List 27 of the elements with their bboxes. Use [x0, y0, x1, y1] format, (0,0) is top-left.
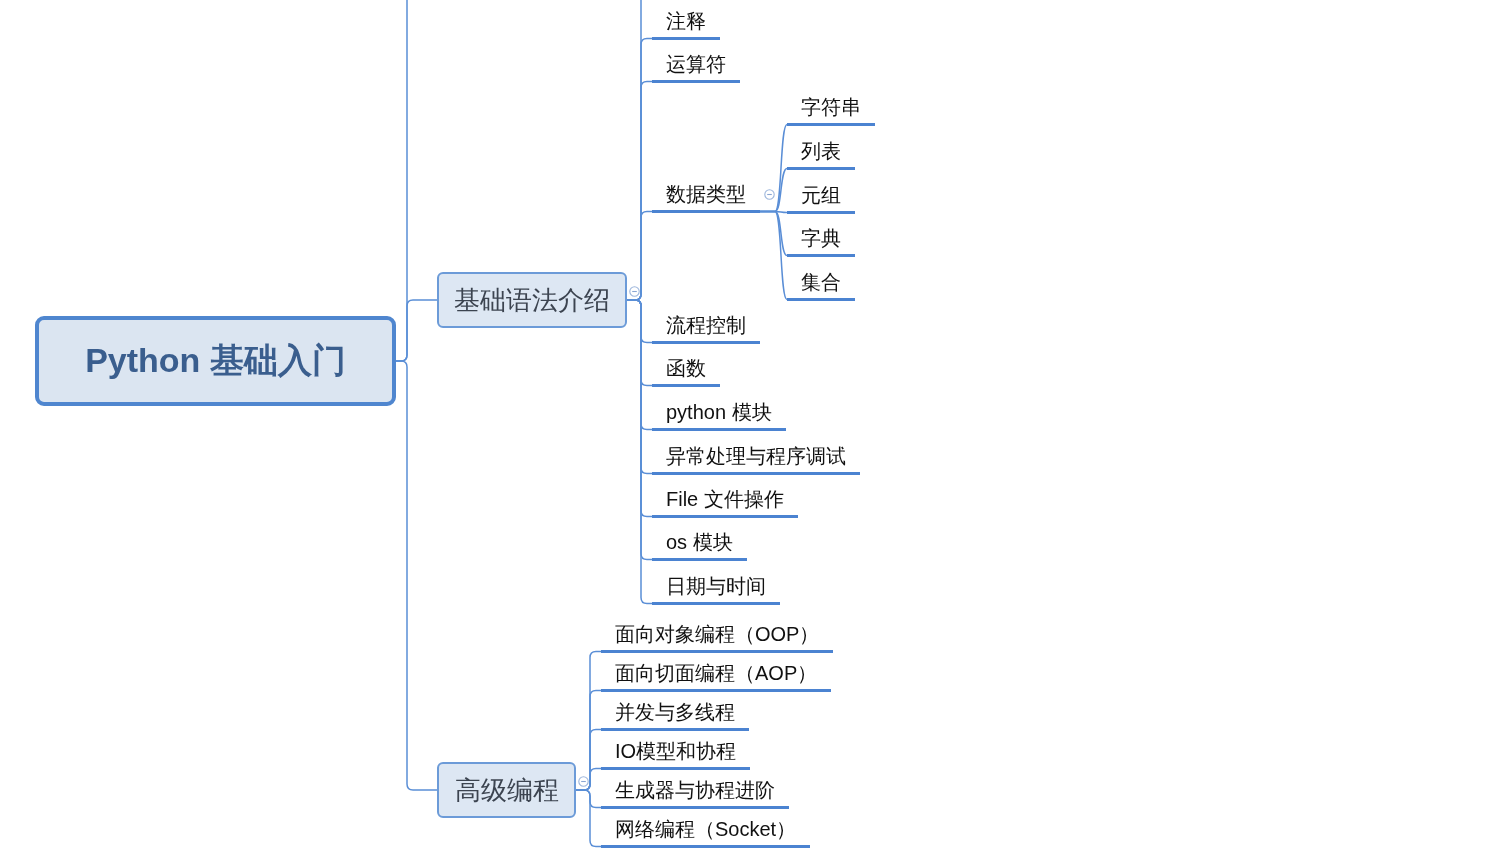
subtopic: 列表 [787, 139, 855, 170]
subtopic: 并发与多线程 [601, 700, 749, 731]
subtopic: 元组 [787, 183, 855, 214]
connector-line [575, 789, 602, 848]
subtopic: 注释 [652, 9, 720, 40]
central-topic-box: Python 基础入门 [35, 316, 396, 406]
subtopic: 网络编程（Socket） [601, 817, 811, 848]
subtopic: 字符串 [787, 95, 875, 126]
subtopic: os 模块 [652, 530, 747, 561]
topic-box: 基础语法介绍 [437, 272, 627, 328]
subtopic: 字典 [787, 226, 855, 257]
subtopic: 集合 [787, 270, 855, 301]
subtopic: python 模块 [652, 400, 786, 431]
subtopic: IO模型和协程 [601, 739, 751, 770]
topic-box: 高级编程 [437, 762, 576, 818]
subtopic: 函数 [652, 356, 720, 387]
subtopic: 面向对象编程（OOP） [601, 622, 834, 653]
subtopic: 日期与时间 [652, 574, 780, 605]
connector-line [759, 210, 788, 301]
subtopic: 流程控制 [652, 313, 760, 344]
subtopic: 面向切面编程（AOP） [601, 661, 832, 692]
subtopic: 数据类型 [652, 182, 760, 213]
subtopic: 运算符 [652, 52, 740, 83]
subtopic: 生成器与协程进阶 [601, 778, 789, 809]
subtopic: 异常处理与程序调试 [652, 444, 860, 475]
subtopic: File 文件操作 [652, 487, 798, 518]
connector-line [395, 360, 438, 791]
